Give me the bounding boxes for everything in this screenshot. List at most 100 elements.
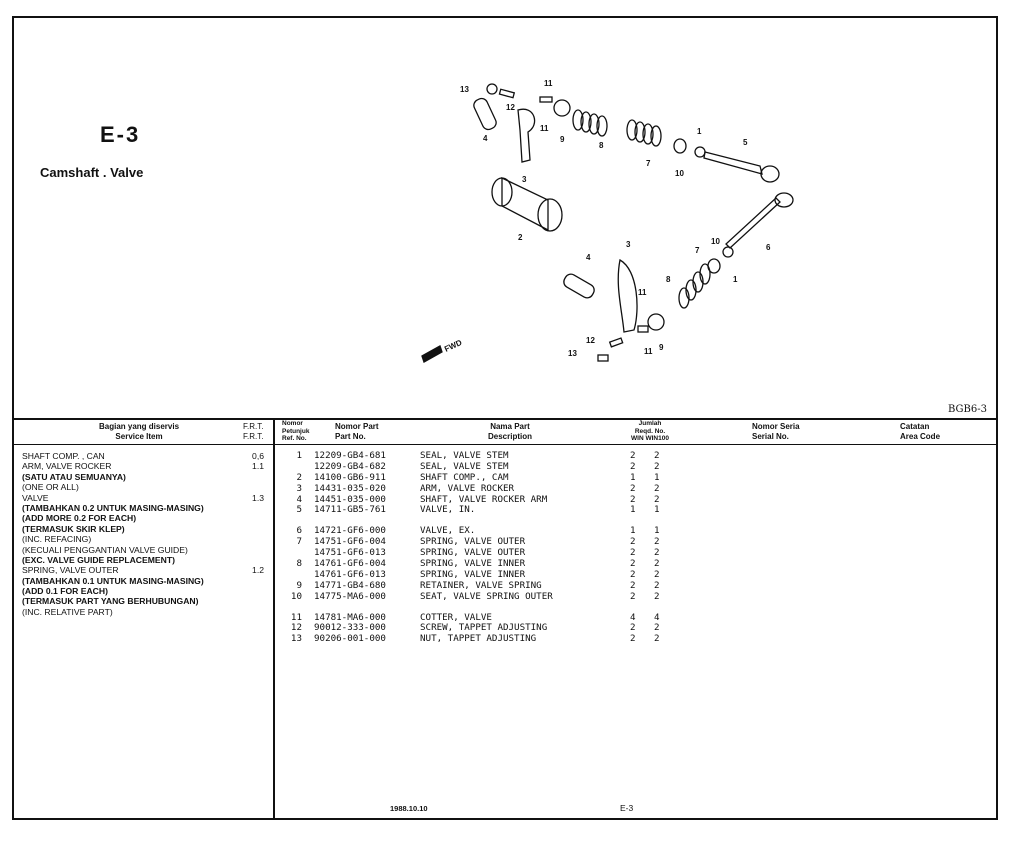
header-name-en: Description bbox=[487, 432, 532, 441]
part-description: SEAT, VALVE SPRING OUTER bbox=[420, 590, 553, 602]
tappet-nut-part-2 bbox=[597, 354, 609, 362]
header-qty-3: WIN WIN100 bbox=[631, 435, 669, 442]
header-description: Nama Part Description bbox=[480, 422, 540, 442]
service-frt: 1.2 bbox=[252, 565, 264, 576]
service-row: (ONE OR ALL) bbox=[22, 482, 272, 492]
part-qty-win100: 2 bbox=[654, 633, 660, 645]
part-description: SPRING, VALVE INNER bbox=[420, 558, 526, 570]
service-row: (TAMBAHKAN 0.1 UNTUK MASING-MASING) bbox=[22, 576, 272, 586]
part-qty-win: 2 bbox=[630, 460, 636, 472]
callout: 11 bbox=[544, 79, 553, 88]
header-name-id: Nama Part bbox=[490, 422, 530, 431]
part-description: COTTER, VALVE bbox=[420, 611, 492, 623]
part-description: SHAFT COMP., CAM bbox=[420, 471, 509, 483]
part-qty-win: 2 bbox=[630, 482, 636, 494]
exhaust-valve-head bbox=[774, 192, 794, 208]
part-description: SPRING, VALVE OUTER bbox=[420, 547, 526, 559]
service-frt: 0,6 bbox=[252, 451, 264, 461]
cotter-part bbox=[539, 96, 553, 103]
service-text: (SATU ATAU SEMUANYA) bbox=[22, 471, 126, 482]
part-ref: 4 bbox=[296, 493, 302, 505]
callout: 10 bbox=[711, 237, 720, 246]
part-qty-win100: 2 bbox=[654, 493, 660, 505]
callout: 7 bbox=[646, 159, 651, 168]
part-description: SHAFT, VALVE ROCKER ARM bbox=[420, 493, 548, 505]
callout: 12 bbox=[586, 336, 595, 345]
service-text: VALVE bbox=[22, 492, 49, 503]
header-ref-1: Nomor bbox=[282, 420, 303, 427]
rocker-shaft-part bbox=[473, 97, 497, 131]
part-qty-win: 4 bbox=[630, 611, 636, 623]
header-quantity: Jumlah Reqd. No. WIN WIN100 bbox=[620, 420, 680, 443]
exhaust-valve-stem bbox=[725, 197, 781, 249]
part-qty-win100: 1 bbox=[654, 471, 660, 483]
service-text: (ADD MORE 0.2 FOR EACH) bbox=[22, 513, 137, 524]
part-qty-win: 2 bbox=[630, 450, 636, 461]
page-title: Camshaft . Valve bbox=[40, 165, 144, 180]
intake-valve-head bbox=[760, 165, 780, 183]
service-text: (INC. REFACING) bbox=[22, 534, 92, 545]
service-row: (TERMASUK SKIR KLEP) bbox=[22, 524, 272, 534]
rocker-arm-part-2 bbox=[617, 258, 638, 333]
tappet-nut-part bbox=[486, 83, 498, 95]
header-notes-id: Catatan bbox=[900, 422, 930, 431]
callout: 4 bbox=[483, 134, 488, 143]
part-qty-win100: 2 bbox=[654, 536, 660, 548]
service-text: (TERMASUK SKIR KLEP) bbox=[22, 523, 125, 534]
fwd-arrow-icon bbox=[421, 345, 443, 363]
service-text: (KECUALI PENGGANTIAN VALVE GUIDE) bbox=[22, 544, 188, 555]
part-description: SEAL, VALVE STEM bbox=[420, 460, 509, 472]
service-row: (EXC. VALVE GUIDE REPLACEMENT) bbox=[22, 555, 272, 565]
part-number: 14711-GB5-761 bbox=[314, 504, 386, 516]
part-number: 14100-GB6-911 bbox=[314, 471, 386, 483]
part-qty-win100: 2 bbox=[654, 450, 660, 461]
header-frt: F.R.T. F.R.T. bbox=[243, 422, 263, 442]
part-number: 14761-GF6-004 bbox=[314, 558, 386, 570]
camshaft-part bbox=[491, 176, 563, 232]
header-notes: Catatan Area Code bbox=[900, 422, 940, 442]
callout: 8 bbox=[666, 275, 671, 284]
header-part-no: Nomor Part Part No. bbox=[335, 422, 379, 442]
header-service: Bagian yang diservis Service Item bbox=[84, 422, 194, 442]
callout: 13 bbox=[568, 349, 577, 358]
header-qty-2: Reqd. No. bbox=[634, 427, 666, 435]
footer-date: 1988.10.10 bbox=[390, 804, 428, 813]
part-ref: 8 bbox=[296, 558, 302, 570]
part-description: RETAINER, VALVE SPRING bbox=[420, 579, 542, 591]
part-qty-win: 2 bbox=[630, 568, 636, 580]
part-qty-win: 2 bbox=[630, 633, 636, 645]
callout: 8 bbox=[599, 141, 604, 150]
part-description: NUT, TAPPET ADJUSTING bbox=[420, 633, 537, 645]
service-row: (TERMASUK PART YANG BERHUBUNGAN) bbox=[22, 596, 272, 606]
part-qty-win100: 4 bbox=[654, 611, 660, 623]
part-ref: 10 bbox=[290, 590, 302, 602]
service-text: (TAMBAHKAN 0.1 UNTUK MASING-MASING) bbox=[22, 575, 204, 586]
part-ref: 6 bbox=[296, 525, 302, 537]
header-ref-2: Petunjuk bbox=[282, 427, 310, 435]
callout: 9 bbox=[659, 343, 664, 352]
header-service-en: Service Item bbox=[115, 432, 163, 441]
part-ref: 3 bbox=[296, 482, 302, 494]
callout: 6 bbox=[766, 243, 771, 252]
callout: 5 bbox=[743, 138, 748, 147]
table-header-rule bbox=[12, 444, 998, 445]
footer-page-number: E-3 bbox=[620, 803, 634, 813]
part-number: 14781-MA6-000 bbox=[314, 611, 386, 623]
part-description: SEAL, VALVE STEM bbox=[420, 450, 509, 461]
header-frt-1: F.R.T. bbox=[243, 422, 264, 431]
header-serial-id: Nomor Seria bbox=[752, 422, 800, 431]
service-text: (INC. RELATIVE PART) bbox=[22, 606, 113, 617]
